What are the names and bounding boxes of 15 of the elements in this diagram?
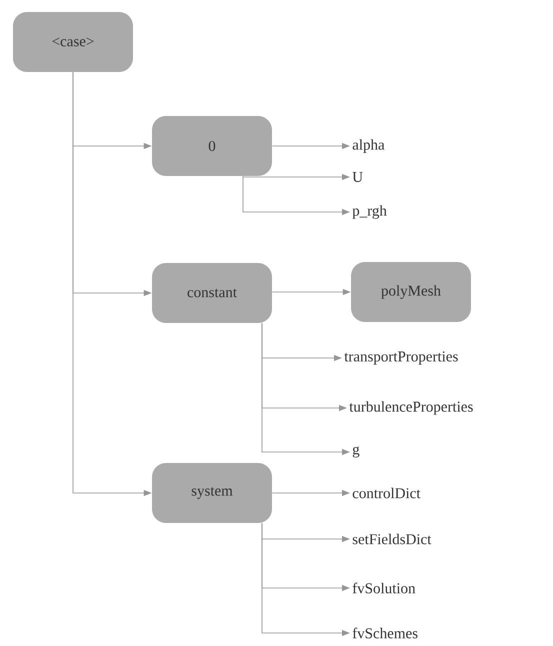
folder-box: system xyxy=(152,463,272,523)
file-label: alpha xyxy=(352,139,384,153)
file-label: transportProperties xyxy=(344,351,458,365)
folder-box: 0 xyxy=(152,116,272,176)
file-label: U xyxy=(352,172,363,182)
file-label: setFieldsDict xyxy=(352,534,432,544)
file-label: fvSchemes xyxy=(352,628,418,638)
folder-box: constant xyxy=(152,263,272,323)
file-label: g xyxy=(352,446,360,458)
folder-box: <case> xyxy=(13,12,133,72)
file-label: controlDict xyxy=(352,488,420,498)
file-label: turbulenceProperties xyxy=(349,401,473,415)
file-label: p_rgh xyxy=(352,205,387,219)
folder-box: polyMesh xyxy=(351,262,471,322)
file-label: fvSolution xyxy=(352,582,416,594)
